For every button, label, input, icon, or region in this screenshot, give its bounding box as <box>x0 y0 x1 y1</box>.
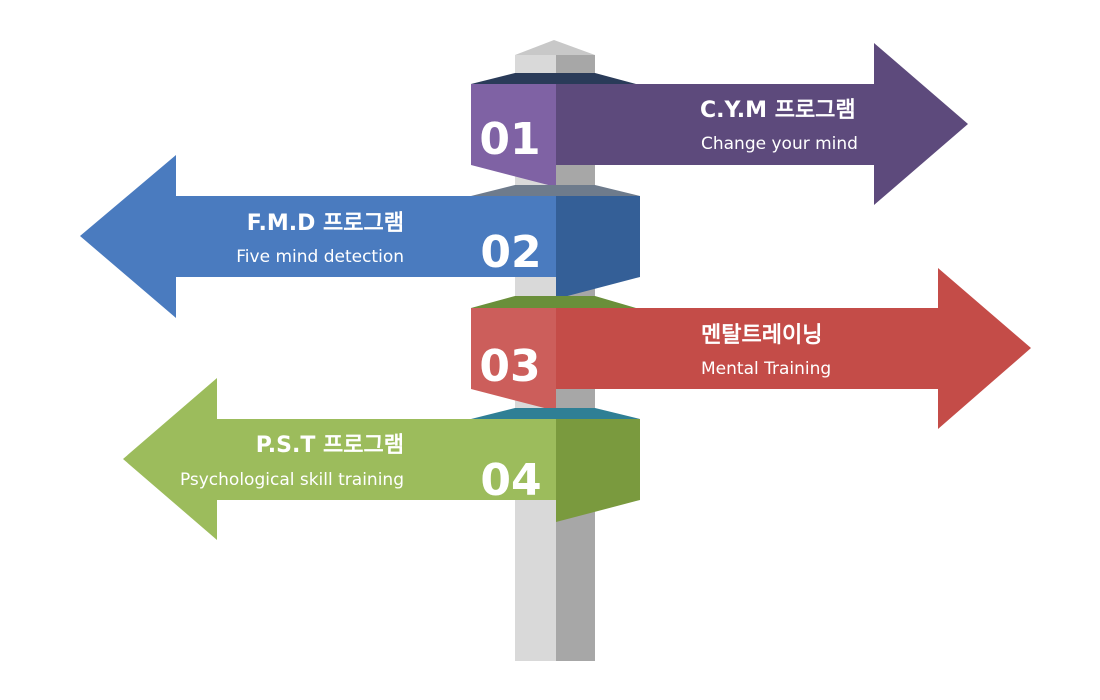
sign-01-title: C.Y.M 프로그램 <box>700 98 856 123</box>
sign-03: 03 멘탈트레이닝 Mental Training <box>471 268 1031 429</box>
sign-03-band-top <box>471 296 636 308</box>
sign-03-number: 03 <box>479 341 540 392</box>
sign-01: 01 C.Y.M 프로그램 Change your mind <box>471 43 968 205</box>
sign-02: 02 F.M.D 프로그램 Five mind detection <box>80 155 640 318</box>
sign-01-arrow <box>556 43 968 205</box>
sign-02-arrow <box>80 155 556 318</box>
sign-02-band-top <box>471 185 640 196</box>
sign-01-band-top <box>471 73 636 84</box>
sign-04-arrow <box>123 378 556 540</box>
sign-03-subtitle: Mental Training <box>701 359 831 379</box>
sign-04-band-top <box>471 408 640 419</box>
sign-02-title: F.M.D 프로그램 <box>247 211 404 236</box>
sign-02-number: 02 <box>480 227 541 278</box>
sign-04: 04 P.S.T 프로그램 Psychological skill traini… <box>123 378 640 540</box>
sign-03-arrow <box>556 268 1031 429</box>
sign-01-number: 01 <box>479 114 540 165</box>
sign-02-subtitle: Five mind detection <box>236 247 404 267</box>
sign-01-subtitle: Change your mind <box>701 134 858 154</box>
sign-01-band-front <box>471 84 556 187</box>
sign-02-band-front <box>556 196 640 299</box>
sign-04-number: 04 <box>480 455 541 506</box>
sign-04-title: P.S.T 프로그램 <box>256 433 404 458</box>
sign-04-band-front <box>556 419 640 522</box>
sign-03-title: 멘탈트레이닝 <box>701 323 822 348</box>
sign-04-subtitle: Psychological skill training <box>180 470 404 490</box>
sign-03-band-front <box>471 308 556 411</box>
